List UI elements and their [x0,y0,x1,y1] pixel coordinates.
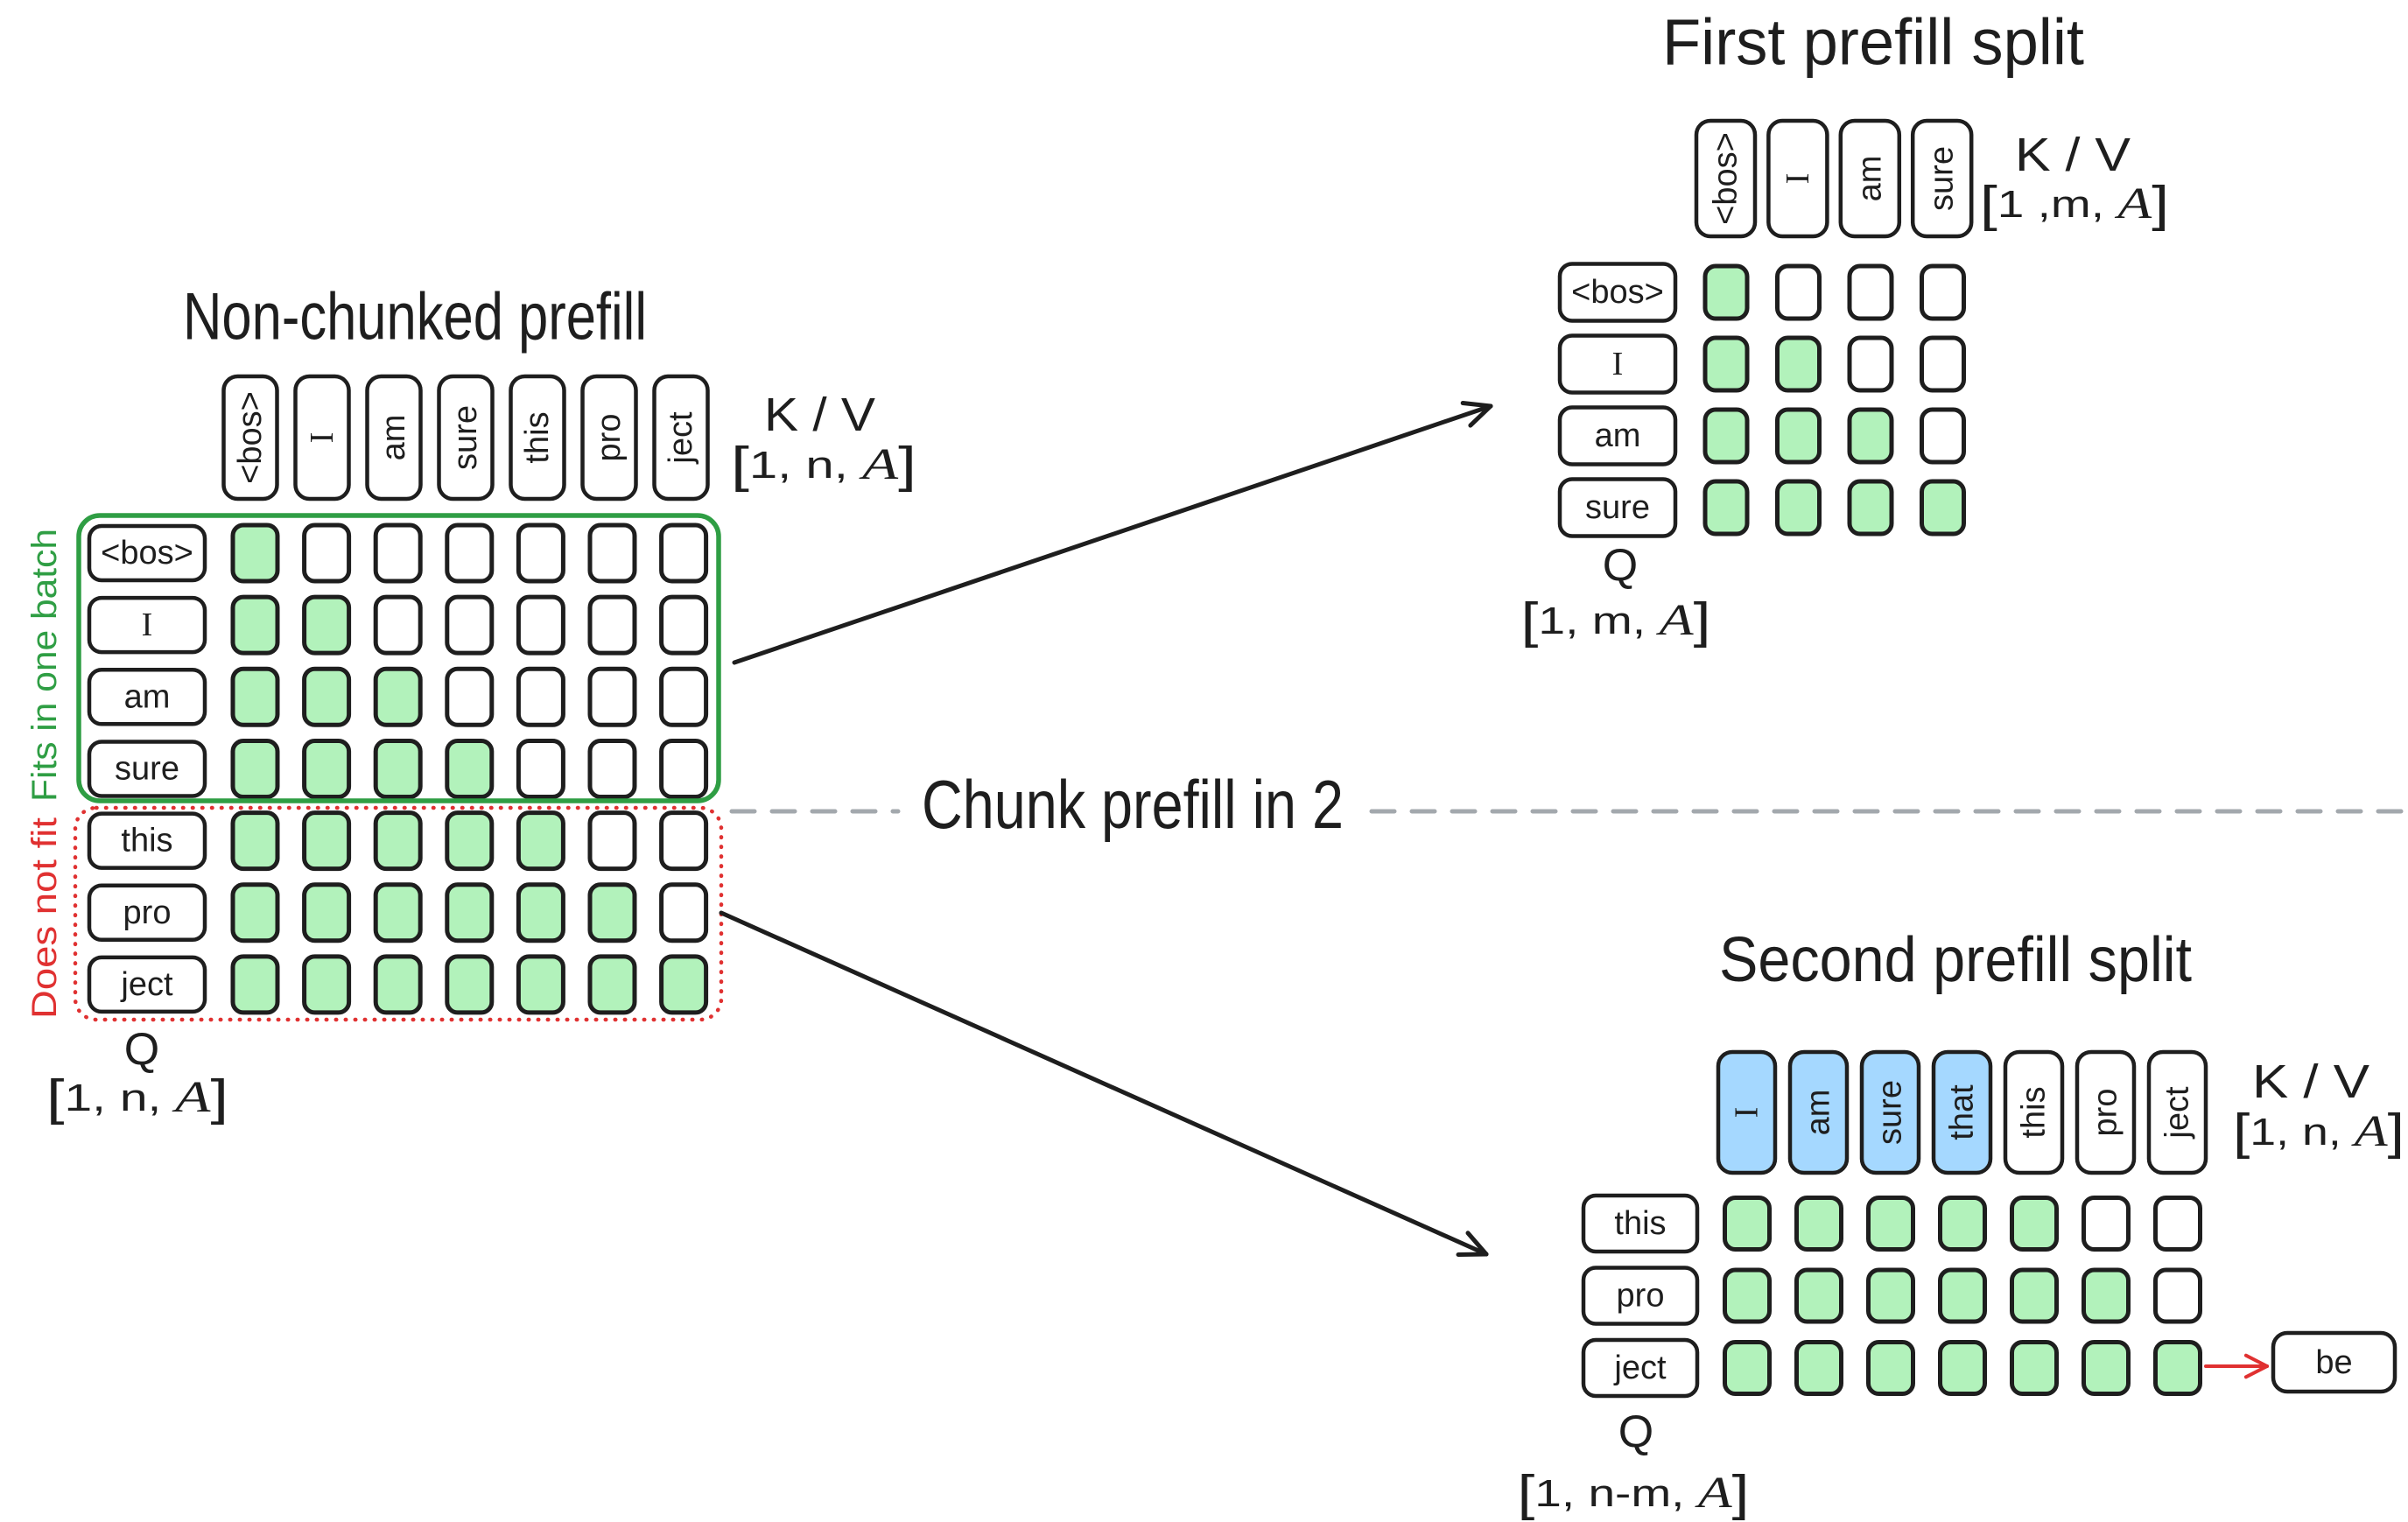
svg-text:sure: sure [1585,489,1650,526]
svg-text:am: am [376,415,412,461]
svg-text:[1, n-m, A]: [1, n-m, A] [1518,1465,1750,1521]
svg-text:am: am [1851,156,1888,202]
svg-text:Q: Q [124,1024,159,1075]
svg-text:sure: sure [1924,146,1961,211]
svg-text:Does not fit: Does not fit [25,817,64,1019]
svg-text:pro: pro [591,414,628,462]
svg-text:Chunk prefill in 2: Chunk prefill in 2 [922,766,1344,843]
svg-text:I: I [142,607,153,643]
svg-text:K / V: K / V [764,389,875,441]
svg-text:I: I [304,432,340,444]
svg-text:[1, n, A]: [1, n, A] [46,1070,228,1126]
svg-text:[1 ,m, A]: [1 ,m, A] [1980,176,2169,232]
svg-text:<bos>: <bos> [232,391,269,484]
svg-text:am: am [1801,1090,1837,1136]
svg-text:ject: ject [120,966,173,1003]
svg-text:<bos>: <bos> [101,535,193,572]
svg-text:am: am [124,678,171,715]
svg-text:[1, n, A]: [1, n, A] [731,437,916,493]
svg-text:Q: Q [1618,1406,1653,1457]
svg-text:First prefill split: First prefill split [1662,6,2084,79]
svg-text:K / V: K / V [2252,1056,2369,1108]
svg-text:[1, n, A]: [1, n, A] [2233,1104,2404,1160]
svg-text:Q: Q [1603,540,1638,591]
svg-text:this: this [121,823,172,859]
svg-text:I: I [1729,1107,1766,1119]
svg-text:this: this [1614,1205,1666,1242]
svg-text:I: I [1612,346,1624,382]
svg-text:ject: ject [1613,1350,1667,1386]
svg-text:that: that [1944,1084,1981,1140]
svg-text:ject: ject [663,411,699,465]
svg-text:Fits in one batch: Fits in one batch [25,529,64,802]
svg-text:sure: sure [447,405,484,470]
svg-text:this: this [2016,1086,2053,1138]
svg-text:pro: pro [1617,1278,1665,1315]
svg-text:this: this [519,411,556,463]
svg-text:<bos>: <bos> [1708,132,1745,225]
svg-text:be: be [2315,1344,2352,1381]
svg-text:[1, m, A]: [1, m, A] [1521,593,1711,649]
svg-text:pro: pro [2088,1089,2124,1137]
svg-text:K / V: K / V [2015,129,2131,181]
svg-text:pro: pro [123,894,172,931]
svg-text:am: am [1595,417,1641,454]
svg-text:Non-chunked prefill: Non-chunked prefill [183,280,647,354]
svg-text:I: I [1780,173,1816,185]
svg-text:sure: sure [115,751,179,788]
svg-text:Second prefill split: Second prefill split [1719,925,2192,995]
svg-text:sure: sure [1872,1080,1909,1145]
svg-text:<bos>: <bos> [1571,274,1664,311]
svg-text:ject: ject [2159,1086,2196,1140]
